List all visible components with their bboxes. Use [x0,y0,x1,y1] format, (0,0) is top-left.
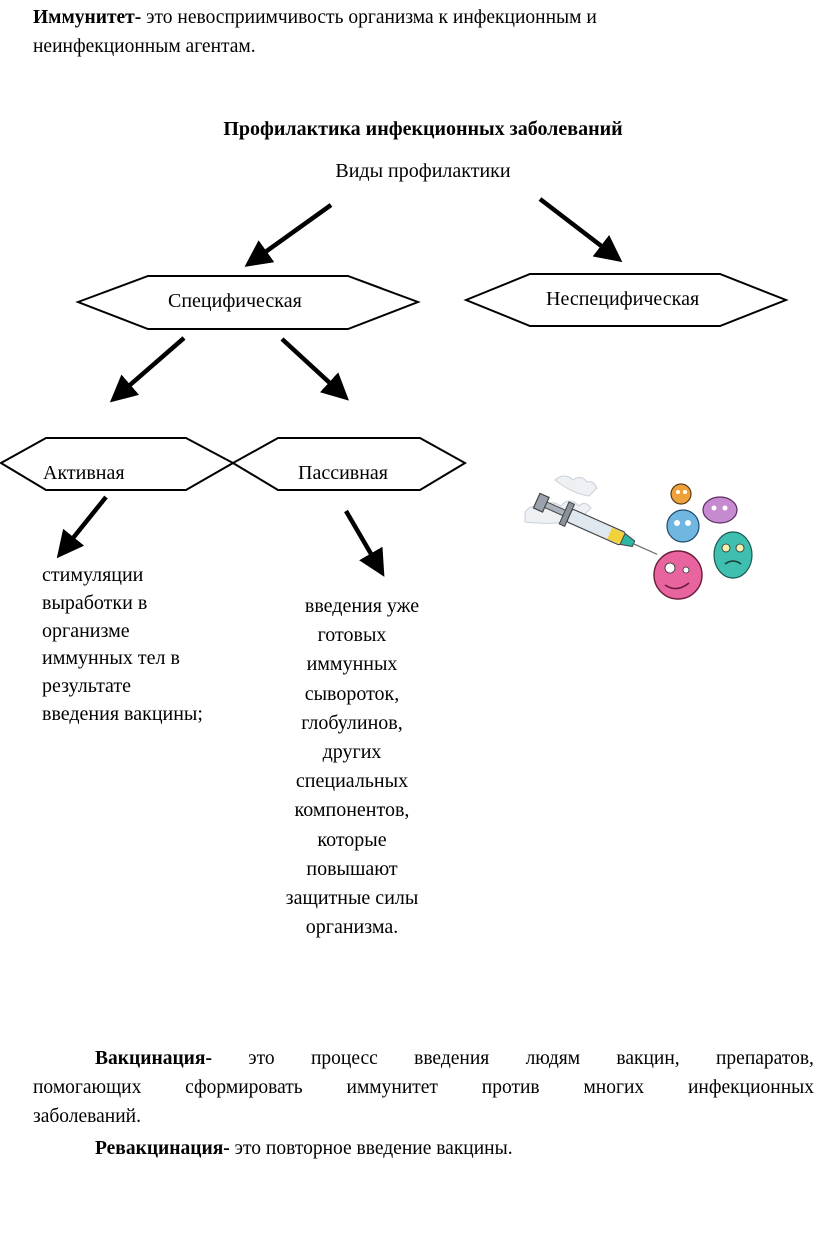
active-description-line: выработки в [42,591,148,614]
passive-description-line: сывороток, [304,682,400,705]
vaccination-word: инфекционных [688,1077,814,1098]
germ-teal-icon [713,531,753,579]
immunity-definition-line1: Иммунитет- это невосприимчивость организ… [33,3,597,32]
immunity-definition-text: это невосприимчивость организма к инфекц… [141,7,597,28]
syringe-icon [532,492,658,555]
vaccination-word: препаратов, [716,1048,814,1069]
passive-description-line: которые [317,828,387,851]
passive-description-line: других [322,741,382,764]
active-description: стимуляции выработки в организме иммунны… [42,562,203,729]
passive-node-label: Пассивная [298,462,388,484]
germ-purple-icon [702,496,738,524]
passive-description-line: повышают [306,857,398,880]
passive-node-shape [231,437,467,491]
active-description-line: введения вакцины; [42,702,203,725]
vaccination-word: вакцин, [616,1048,680,1069]
vaccination-word: многих [583,1077,645,1098]
vaccination-word: иммунитет [346,1077,438,1098]
passive-description-line: иммунных [306,653,398,676]
passive-description-line: введения уже [304,595,420,617]
syringe-and-germs-illustration [524,475,753,600]
vaccination-word: сформировать [185,1077,303,1098]
active-description-line: иммунных тел в [42,647,180,670]
nonspecific-node-shape [463,273,789,327]
germ-pink-icon [653,550,703,600]
vaccination-definition: Вакцинация- это процесс введения людям в… [33,1044,814,1131]
arrow-to-active [109,336,186,403]
vaccination-word: введения [414,1048,490,1069]
arrow-to-passive [280,337,349,401]
passive-description-line: глобулинов, [301,711,403,734]
arrow-passive-description [344,509,385,577]
diagram-title: Профилактика инфекционных заболеваний [223,118,623,140]
active-description-line: результате [42,675,132,698]
arrow-to-specific [244,203,333,267]
specific-node-label: Специфическая [168,290,302,312]
passive-description-line: компонентов, [294,799,410,822]
germ-blue-icon [666,509,700,543]
arrow-active-description [56,495,108,559]
passive-description: введения уже готовых иммунных сывороток,… [252,592,452,942]
nonspecific-node-label: Неспецифическая [546,288,700,310]
specific-node-shape [75,275,421,330]
vaccination-line-3: заболеваний. [33,1106,141,1127]
revaccination-definition: Ревакцинация- это повторное введение вак… [95,1134,513,1163]
vaccination-term: Вакцинация- [95,1048,212,1069]
vaccination-line-1: Вакцинация- это процесс введения людям в… [33,1044,814,1073]
passive-description-line: специальных [295,770,409,793]
vaccination-word: против [481,1077,540,1098]
active-description-line: организме [42,619,130,642]
passive-description-line: готовых [317,624,387,647]
vaccination-word: это [248,1048,275,1069]
vaccination-word: людям [525,1048,581,1069]
vaccination-line-2: помогающих сформировать иммунитет против… [33,1073,814,1102]
arrow-to-nonspecific [538,197,623,263]
immunity-definition-line2: неинфекционным агентам. [33,36,256,57]
immunity-term: Иммунитет- [33,7,142,28]
passive-description-line: защитные силы [285,887,419,910]
diagram-root-label: Виды профилактики [335,160,511,182]
vaccination-word: процесс [310,1048,378,1069]
vaccination-word: помогающих [33,1077,142,1098]
active-description-line: стимуляции [42,564,144,586]
revaccination-text: это повторное введение вакцины. [229,1138,513,1159]
passive-description-line: организма. [305,916,399,939]
active-node-label: Активная [43,462,125,484]
germ-orange-icon [670,483,692,505]
revaccination-term: Ревакцинация- [95,1138,230,1159]
